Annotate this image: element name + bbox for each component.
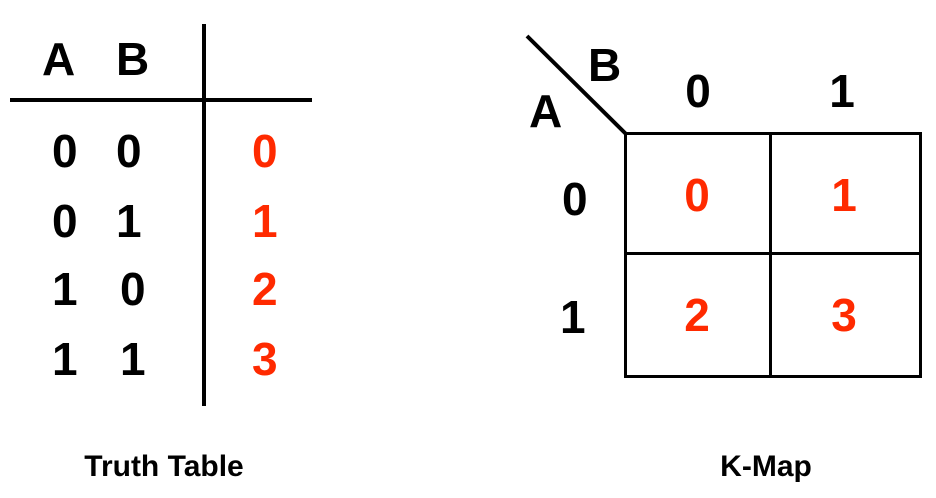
truth-table-caption: Truth Table <box>84 450 244 483</box>
kmap-caption: K-Map <box>720 450 812 483</box>
kmap-column-label: 1 <box>829 65 855 117</box>
row-b-value: 1 <box>116 195 142 247</box>
kmap-cell: 1 <box>831 169 857 221</box>
kmap-row-label: 1 <box>560 291 586 343</box>
row-cell-index: 1 <box>252 195 278 247</box>
kmap-grid-vertical-divider <box>769 132 772 378</box>
kmap-row-variable: A <box>529 85 563 137</box>
row-cell-index: 3 <box>252 333 278 385</box>
truth-table-horizontal-rule <box>10 98 312 102</box>
kmap-grid-horizontal-divider <box>624 252 922 255</box>
row-a-value: 0 <box>52 125 78 177</box>
row-b-value: 0 <box>116 125 142 177</box>
kmap-cell: 2 <box>684 289 710 341</box>
row-b-value: 1 <box>120 333 146 385</box>
kmap-column-label: 0 <box>685 65 711 117</box>
truth-table-vertical-rule <box>202 24 206 406</box>
row-cell-index: 2 <box>252 263 278 315</box>
row-a-value: 0 <box>52 195 78 247</box>
truth-table-header-b: B <box>116 33 150 85</box>
kmap-grid <box>624 132 922 378</box>
kmap-cell: 3 <box>831 289 857 341</box>
row-b-value: 0 <box>120 263 146 315</box>
row-a-value: 1 <box>52 333 78 385</box>
truth-table-header-a: A <box>42 33 76 85</box>
kmap-column-variable: B <box>588 39 622 91</box>
row-a-value: 1 <box>52 263 78 315</box>
kmap-cell: 0 <box>684 169 710 221</box>
row-cell-index: 0 <box>252 125 278 177</box>
kmap-row-label: 0 <box>562 173 588 225</box>
